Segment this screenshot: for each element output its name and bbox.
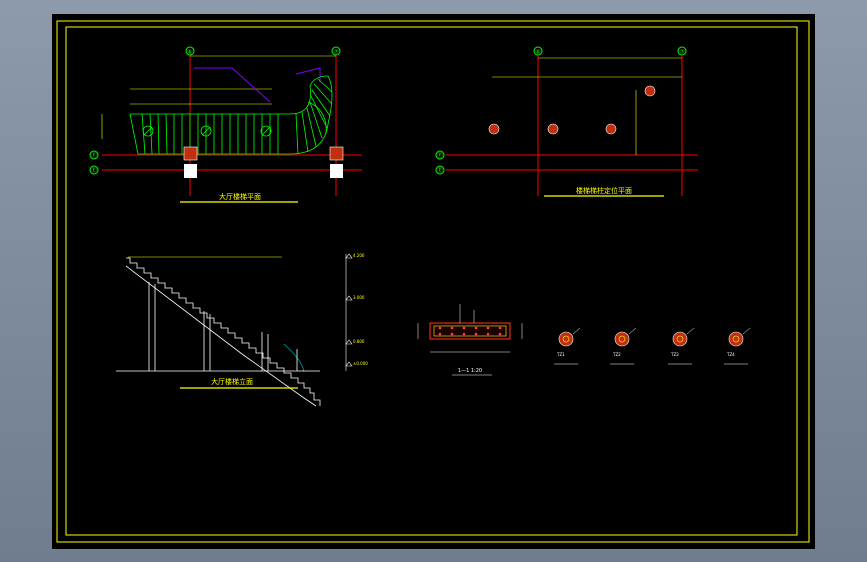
column-label-tz2: TZ2 <box>612 352 621 357</box>
elev-level-top: 4.200 <box>353 253 365 258</box>
stair-plan: ⑥ ⑦ Ⓕ Ⓔ 大厅楼梯平面 <box>89 46 362 203</box>
outer-frame <box>56 20 810 543</box>
plan-bubble-row-a-label: Ⓕ <box>91 152 97 160</box>
colplan-bubble-right-label: ⑦ <box>679 49 685 56</box>
colplan-column-3 <box>605 123 617 135</box>
plan-landing-wall <box>194 67 321 103</box>
plan-pier-left <box>184 164 197 178</box>
elev-curved-flight <box>283 343 305 373</box>
colplan-bubble-row-a-label: Ⓕ <box>437 152 443 160</box>
elev-level-marks <box>345 253 353 367</box>
elev-level-labels: 4.200 3.000 0.800 ±0.000 <box>353 253 368 366</box>
elev-stair-soffit <box>125 265 317 407</box>
colplan-bubble-left-label: ⑥ <box>535 49 540 56</box>
colplan-bubble-row-b-label: Ⓔ <box>437 167 443 175</box>
column-sections: TZ1 TZ2 TZ3 TZ4 <box>554 327 751 365</box>
colplan-bubble-row-b <box>435 165 445 175</box>
section-beam <box>429 322 511 340</box>
plan-title: 大厅楼梯平面 <box>219 192 261 201</box>
column-section-tz1: TZ1 <box>554 327 581 365</box>
column-section-tz3: TZ3 <box>668 327 695 365</box>
section-1-1: 1—1 1:20 <box>417 304 523 376</box>
section-beam-inner <box>433 325 507 337</box>
plan-curved-flight <box>289 75 333 155</box>
elevation-title: 大厅楼梯立面 <box>211 377 253 386</box>
colplan-bubble-row-a <box>435 150 445 160</box>
plan-bubble-right-label: ⑦ <box>333 49 339 56</box>
stair-elevation: 4.200 3.000 0.800 ±0.000 大厅楼梯立面 <box>116 253 368 407</box>
elev-level-mid: 3.000 <box>353 295 365 300</box>
elev-level-low: 0.800 <box>353 339 365 344</box>
drawing-sheet: ⑥ ⑦ Ⓕ Ⓔ 大厅楼梯平面 ⑥ ⑦ Ⓕ Ⓔ 楼梯梯柱定位平面 <box>52 14 815 549</box>
column-location-plan: ⑥ ⑦ Ⓕ Ⓔ 楼梯梯柱定位平面 <box>435 46 698 197</box>
section-title: 1—1 1:20 <box>458 368 482 374</box>
plan-straight-flight <box>129 113 290 155</box>
elev-level-ground: ±0.000 <box>353 361 368 366</box>
column-label-tz3: TZ3 <box>670 352 679 357</box>
column-label-tz1: TZ1 <box>556 352 565 357</box>
column-section-tz2: TZ2 <box>610 327 637 365</box>
plan-bubble-row-b-label: Ⓔ <box>91 167 97 175</box>
plan-column-left <box>183 146 198 161</box>
cad-drawing: ⑥ ⑦ Ⓕ Ⓔ 大厅楼梯平面 ⑥ ⑦ Ⓕ Ⓔ 楼梯梯柱定位平面 <box>56 20 810 543</box>
section-rebar <box>438 326 502 336</box>
plan-bubble-left <box>185 46 195 56</box>
elev-stair-profile <box>126 257 321 406</box>
plan-pier-right <box>330 164 343 178</box>
plan-bubble-row-a <box>89 150 99 160</box>
plan-bubble-left-label: ⑥ <box>187 49 192 56</box>
plan-column-right <box>329 146 344 161</box>
plan-bubble-right <box>331 46 341 56</box>
column-label-tz4: TZ4 <box>726 352 735 357</box>
column-section-tz4: TZ4 <box>724 327 751 365</box>
inner-frame <box>65 26 798 536</box>
colplan-title: 楼梯梯柱定位平面 <box>576 186 632 195</box>
colplan-bubble-right <box>677 46 687 56</box>
colplan-bubble-left <box>533 46 543 56</box>
colplan-column-2 <box>547 123 559 135</box>
plan-bubble-row-b <box>89 165 99 175</box>
colplan-column-1 <box>488 123 500 135</box>
colplan-column-4 <box>644 85 656 97</box>
plan-landing-marks <box>142 125 272 137</box>
